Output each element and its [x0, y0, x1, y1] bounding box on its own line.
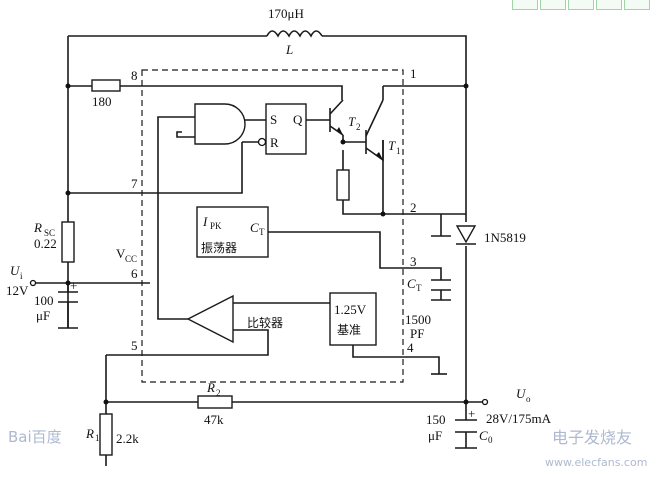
output-cap-plus: +	[468, 406, 475, 421]
comparator: 比较器	[186, 294, 283, 344]
rsc-name: R	[33, 220, 42, 235]
vcc-label: V	[116, 246, 126, 261]
ui-sub: i	[20, 271, 23, 281]
top-toolbar	[512, 0, 650, 11]
r1-sub: 1	[95, 433, 100, 443]
bookmark-icon[interactable]	[512, 0, 538, 10]
input-cap-plus: +	[70, 278, 77, 293]
ct-ext-sub: T	[416, 283, 422, 293]
ct-ext-unit: PF	[410, 326, 424, 341]
output-terminal: U o 28V/175mA	[481, 386, 552, 426]
input-terminal: U i 12V	[6, 263, 37, 298]
pin-2: 2	[410, 200, 417, 215]
resistor-180-value: 180	[92, 94, 112, 109]
output-capacitor: + 150 μF C 0	[426, 406, 493, 449]
ct-block-label: C	[250, 220, 259, 235]
pin-5: 5	[131, 338, 138, 353]
t1-label: T	[388, 138, 396, 153]
watermark-right: 电子发烧友	[552, 428, 632, 447]
ct-block-sub: T	[259, 227, 265, 237]
t2-label: T	[348, 114, 356, 129]
r1-name: R	[85, 426, 94, 441]
code-icon[interactable]	[540, 0, 566, 10]
rsc-sub: SC	[44, 228, 55, 238]
output-cap-unit: μF	[428, 428, 442, 443]
output-cap-value: 150	[426, 412, 446, 427]
transistor-t1: T 1	[365, 99, 401, 162]
input-capacitor: + 100 μF	[34, 278, 78, 329]
q-pin-label: Q	[293, 112, 303, 127]
resistor-180: 180	[91, 79, 121, 109]
table-icon[interactable]	[568, 0, 594, 10]
and-gate	[194, 103, 246, 145]
ipk-sub: PK	[210, 221, 222, 231]
r2-value: 47k	[204, 412, 224, 427]
diode-1n5819: 1N5819	[455, 225, 526, 245]
input-voltage: 12V	[6, 283, 29, 298]
ct-ext-value: 1500	[405, 312, 431, 327]
junction-dots	[65, 83, 469, 405]
t2-sub: 2	[356, 122, 361, 132]
ic-boundary	[141, 69, 404, 383]
inductor-value: 170μH	[268, 6, 304, 21]
pin-labels: 8 1 7 6 2 3 4 5	[131, 66, 417, 355]
ipk-label: I	[202, 214, 208, 229]
pin-3: 3	[410, 254, 417, 269]
sr-flipflop: S R Q	[257, 103, 307, 155]
rsc-value: 0.22	[34, 236, 57, 251]
ui-name: U	[10, 263, 21, 278]
input-cap-value: 100	[34, 293, 54, 308]
resistor-r2: R 2 47k	[197, 380, 233, 427]
watermark-left: Bai百度	[8, 428, 62, 446]
oscillator-label: 振荡器	[201, 241, 237, 255]
ref-label: 基准	[337, 323, 361, 337]
resistor-r1: R 1 2.2k	[85, 413, 139, 456]
pin-1: 1	[410, 66, 417, 81]
vcc-sub: CC	[125, 254, 137, 264]
oscillator-block: I PK C T 振荡器	[196, 206, 269, 258]
reference-block: 1.25V 基准	[329, 292, 377, 346]
s-pin-label: S	[270, 112, 277, 127]
uo-name: U	[516, 386, 527, 401]
input-cap-unit: μF	[36, 308, 50, 323]
pin-6: 6	[131, 266, 138, 281]
ct-ext-label: C	[407, 276, 416, 291]
pin-8: 8	[131, 68, 138, 83]
r1-value: 2.2k	[116, 431, 139, 446]
watermark-url: www.elecfans.com	[545, 456, 647, 469]
output-rating: 28V/175mA	[486, 411, 552, 426]
ref-value: 1.25V	[334, 302, 367, 317]
pin-4: 4	[407, 340, 414, 355]
r2-name: R	[206, 380, 215, 395]
comparator-label: 比较器	[247, 315, 283, 330]
resistor-rsc: R SC 0.22	[33, 220, 75, 263]
diode-label: 1N5819	[484, 230, 526, 245]
co-label: C	[479, 428, 488, 443]
r2-sub: 2	[216, 388, 221, 398]
transistor-t2: T 2	[329, 99, 361, 136]
inductor-name: L	[285, 42, 293, 57]
uo-sub: o	[526, 394, 531, 404]
ct-capacitor: C T 1500 PF	[405, 276, 451, 341]
co-sub: 0	[488, 435, 493, 445]
internal-resistor	[336, 169, 350, 201]
r-pin-label: R	[270, 135, 279, 150]
pin-7: 7	[131, 176, 138, 191]
inductor: 170μH L	[266, 6, 323, 57]
t1-sub: 1	[396, 146, 401, 156]
list-icon[interactable]	[596, 0, 622, 10]
